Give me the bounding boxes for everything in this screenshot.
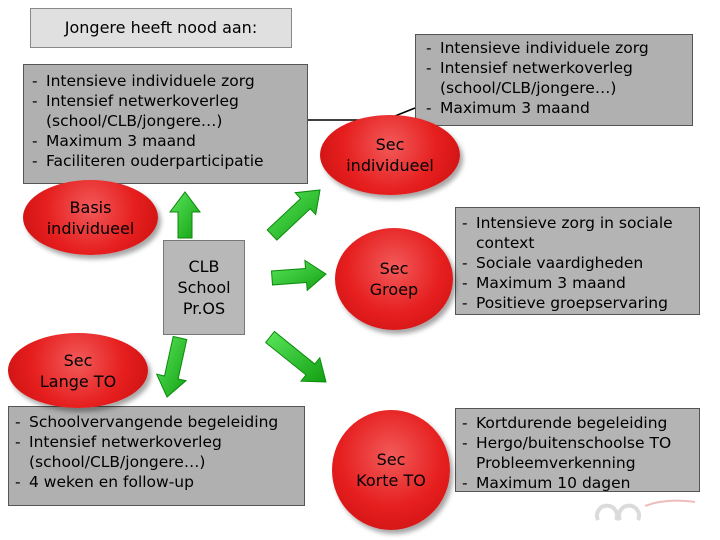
center-label: Pr.OS — [182, 299, 226, 318]
sec-korte-needs-list: Kortdurende begeleidingHergo/buitenschoo… — [460, 413, 695, 493]
list-item: Schoolvervangende begeleiding — [13, 412, 300, 432]
node-sec-korte-to: Sec Korte TO — [332, 410, 450, 530]
clb-school-pros-box: CLB School Pr.OS — [163, 240, 245, 335]
sec-lange-needs-list: Schoolvervangende begeleidingIntensief n… — [13, 412, 300, 492]
list-item: Maximum 3 maand — [30, 131, 301, 151]
arrow-to-sec-lange — [155, 335, 188, 398]
sec-groep-needs-box: Intensieve zorg in socialecontextSociale… — [455, 207, 700, 315]
list-item: Maximum 3 maand — [424, 98, 686, 118]
sec-lange-needs-box: Schoolvervangende begeleidingIntensief n… — [8, 406, 305, 506]
list-item: Intensief netwerkoverleg — [424, 58, 686, 78]
basis-needs-list: Intensieve individuele zorgIntensief net… — [30, 71, 301, 171]
arrow-to-sec-korte — [264, 330, 327, 383]
logo-watermark — [595, 499, 696, 521]
center-label: School — [177, 278, 231, 297]
list-item: Probleemverkenning — [476, 454, 636, 472]
basis-needs-box: Intensieve individuele zorgIntensief net… — [23, 64, 308, 184]
node-sec-lange-to: Sec Lange TO — [8, 333, 148, 408]
list-item: Sociale vaardigheden — [460, 253, 695, 273]
list-item: context — [476, 234, 535, 252]
diagram-title: Jongere heeft nood aan: — [64, 18, 258, 37]
list-item: Intensief netwerkoverleg — [30, 91, 301, 111]
list-item: Maximum 3 maand — [460, 273, 695, 293]
list-item: (school/CLB/jongere…) — [440, 79, 617, 97]
list-item: (school/CLB/jongere…) — [29, 453, 206, 471]
sec-individueel-needs-box: Intensieve individuele zorgIntensief net… — [415, 34, 693, 126]
list-item: Positieve groepservaring — [460, 293, 695, 313]
list-item: Intensieve individuele zorg — [424, 38, 686, 58]
list-item: Intensief netwerkoverleg — [13, 432, 300, 452]
node-sec-groep: Sec Groep — [335, 228, 453, 330]
sec-individueel-needs-list: Intensieve individuele zorgIntensief net… — [424, 38, 686, 118]
arrow-to-sec-groep — [270, 259, 327, 292]
list-item: (school/CLB/jongere…) — [46, 112, 223, 130]
node-basis-individueel: Basis individueel — [23, 180, 158, 255]
sec-groep-needs-list: Intensieve zorg in socialecontextSociale… — [460, 213, 695, 313]
node-sec-individueel: Sec individueel — [320, 115, 460, 195]
list-item: Hergo/buitenschoolse TO — [460, 433, 695, 453]
list-item: Intensieve zorg in sociale — [460, 213, 695, 233]
list-item: Intensieve individuele zorg — [30, 71, 301, 91]
list-item: Faciliteren ouderparticipatie — [30, 151, 301, 171]
center-label: CLB — [188, 257, 220, 276]
list-item: 4 weken en follow-up — [13, 472, 300, 492]
arrow-to-sec-individueel — [266, 189, 321, 241]
arrow-up-basis — [169, 191, 201, 239]
sec-korte-needs-box: Kortdurende begeleidingHergo/buitenschoo… — [455, 408, 700, 493]
list-item: Kortdurende begeleiding — [460, 413, 695, 433]
title-box: Jongere heeft nood aan: — [30, 8, 292, 48]
list-item: Maximum 10 dagen — [460, 473, 695, 493]
